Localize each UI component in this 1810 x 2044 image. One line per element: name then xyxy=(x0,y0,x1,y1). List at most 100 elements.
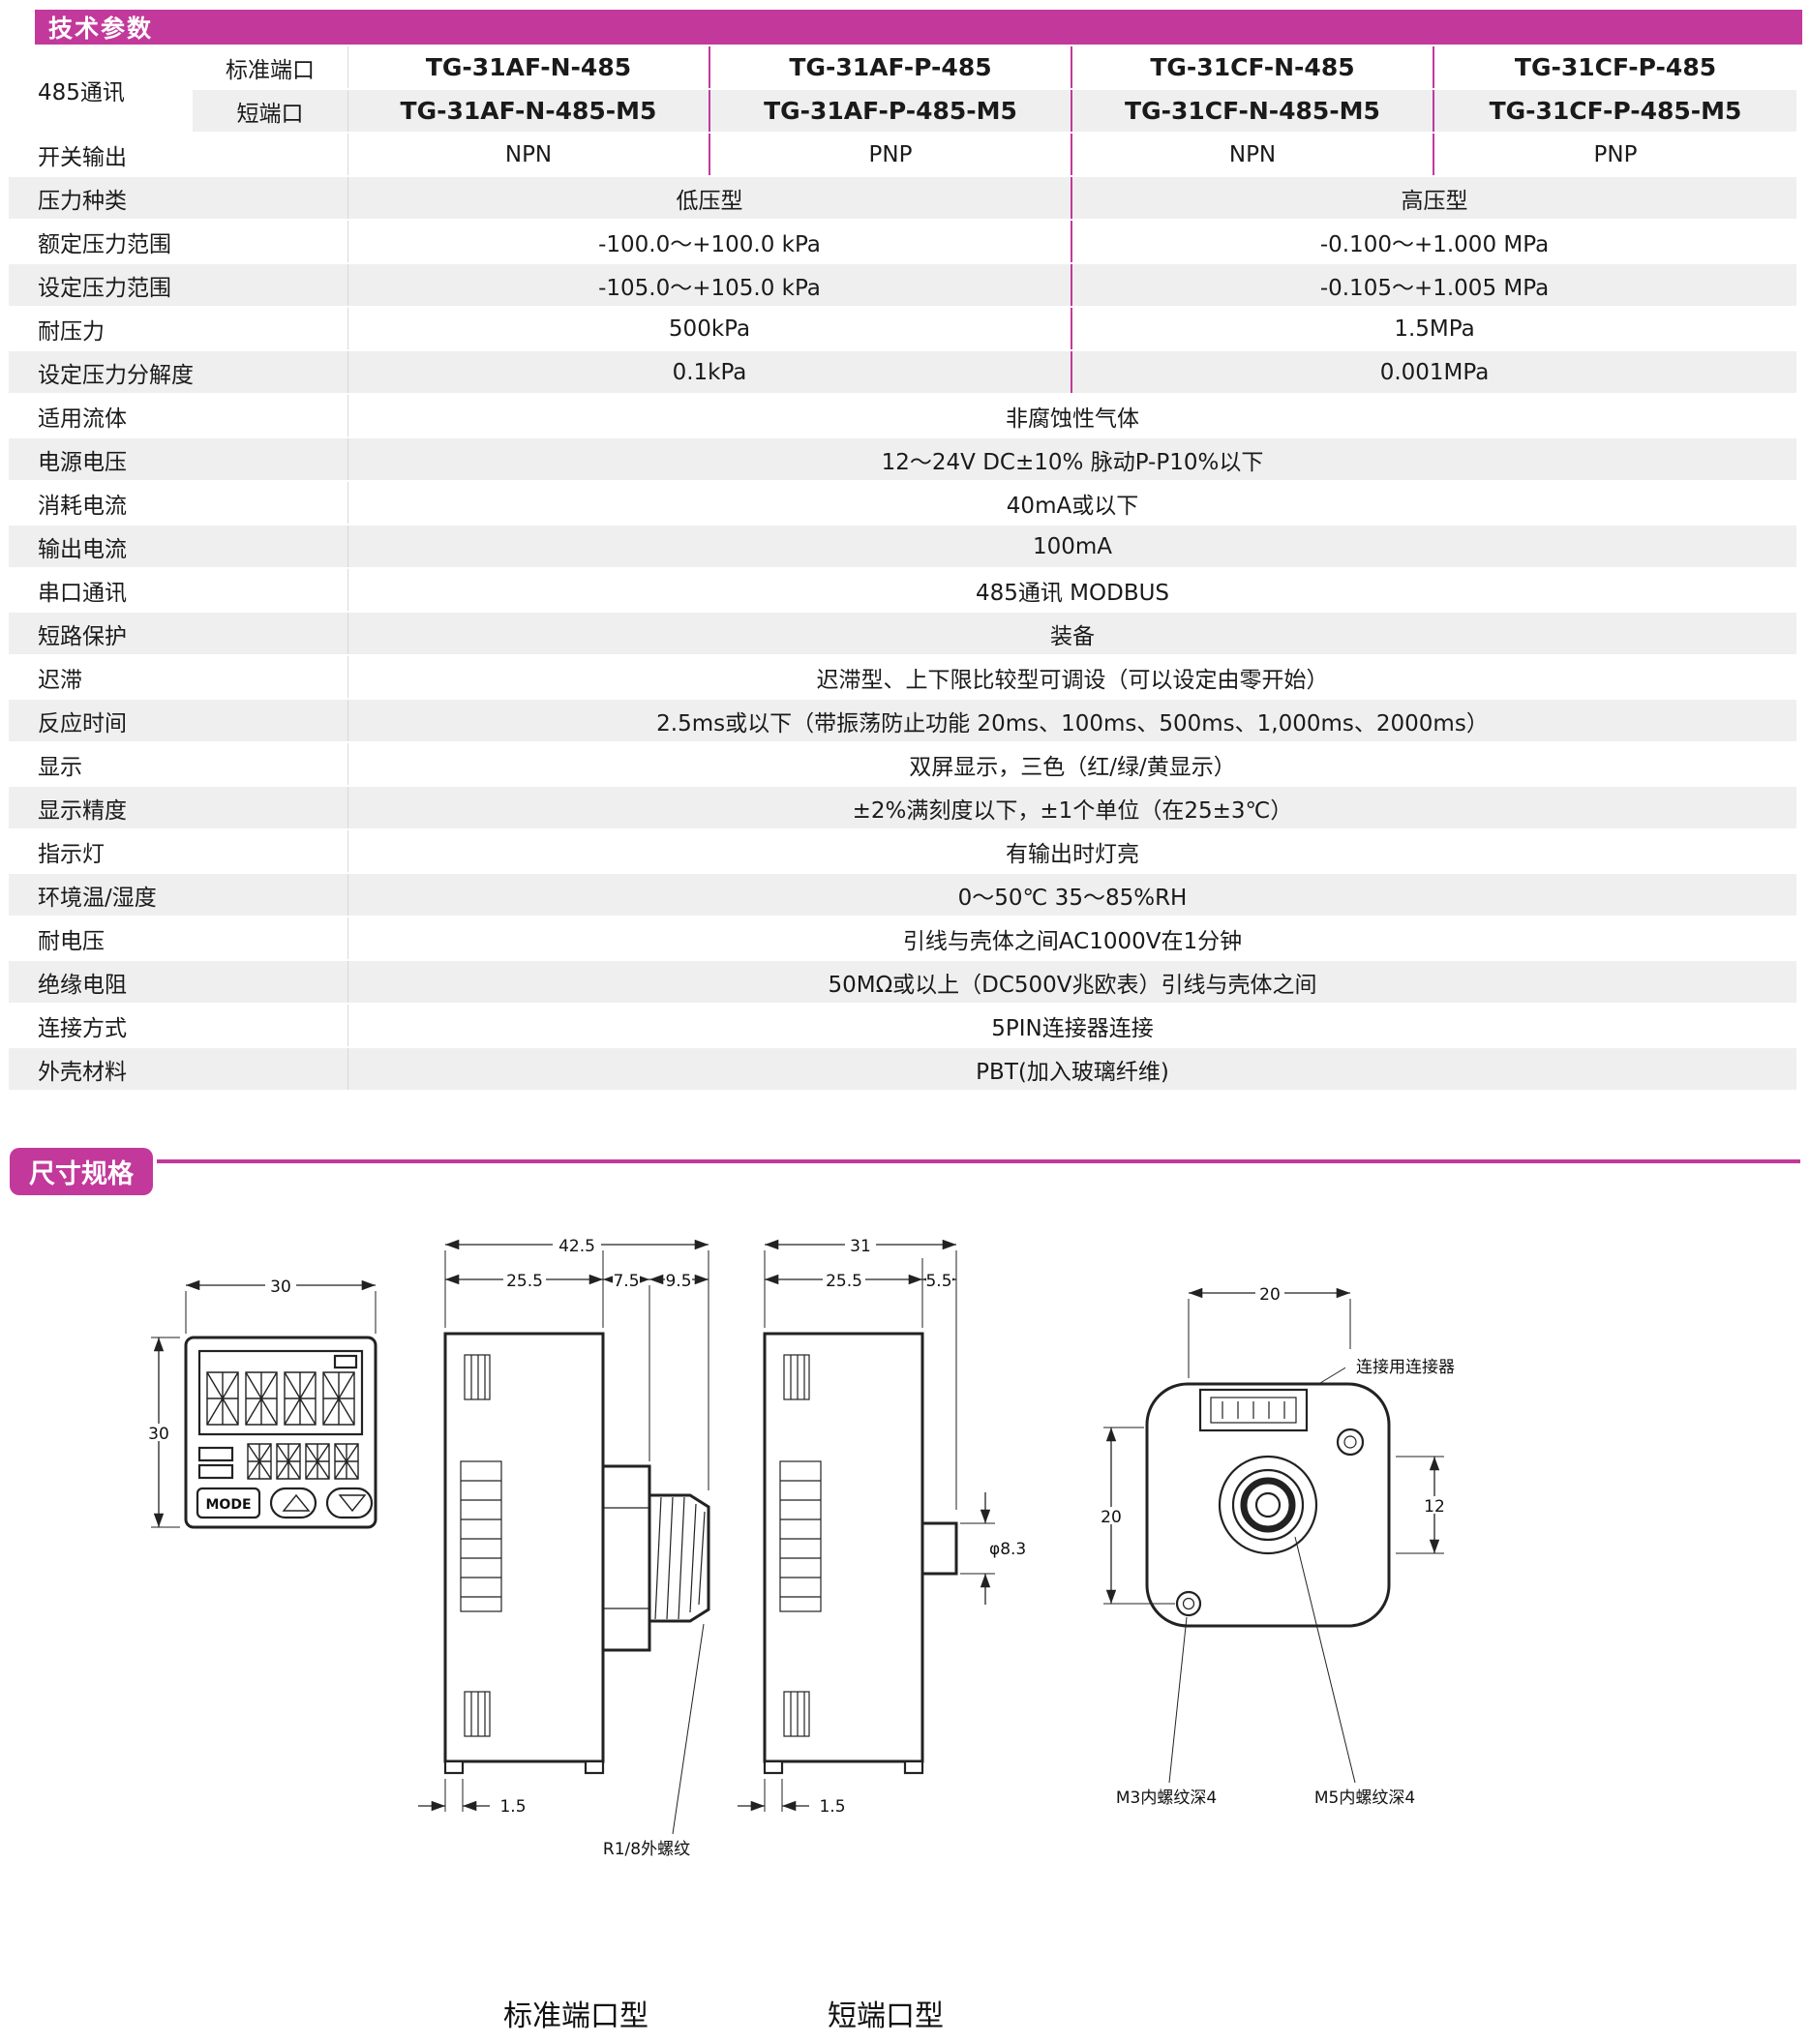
down-button xyxy=(325,1487,374,1519)
row-label: 外壳材料 xyxy=(9,1048,348,1090)
port-stub xyxy=(920,1521,958,1576)
table-row: 耐压力 500kPa 1.5MPa xyxy=(9,308,1796,351)
stub-diameter-dim: φ8.3 xyxy=(960,1492,1026,1605)
row-label: 显示精度 xyxy=(9,787,348,828)
table-row: 输出电流 100mA xyxy=(9,526,1796,569)
dim-text: 25.5 xyxy=(506,1272,543,1291)
dim-text: 1.5 xyxy=(499,1797,526,1817)
dim-text: 20 xyxy=(1259,1285,1281,1305)
row-label: 额定压力范围 xyxy=(9,221,348,262)
m3-screw-hole xyxy=(1175,1590,1202,1617)
row-value: NPN xyxy=(348,134,710,175)
row-value: 有输出时灯亮 xyxy=(1006,841,1139,867)
row-value-low: 500kPa xyxy=(348,308,1072,349)
row-label: 消耗电流 xyxy=(9,482,348,524)
m5-callout: M5内螺纹深4 xyxy=(1287,1536,1442,1812)
short-sub-dims: 25.5 5.5 xyxy=(765,1258,956,1328)
port-type-label: 短端口 xyxy=(193,90,348,132)
dim-text: 25.5 xyxy=(826,1272,862,1291)
back-right-dim: 12 xyxy=(1396,1456,1448,1554)
tech-params-header: 技术参数 xyxy=(35,10,1802,45)
row-label: 压力种类 xyxy=(9,177,348,219)
model-name: TG-31CF-N-485 xyxy=(1072,46,1434,88)
table-row: 适用流体 非腐蚀性气体 xyxy=(9,395,1796,438)
front-height-dim: 30 xyxy=(145,1337,180,1528)
connector-callout: 连接用连接器 xyxy=(1302,1353,1465,1395)
dim-text: 9.5 xyxy=(665,1272,691,1291)
standard-total-dim: 42.5 xyxy=(444,1236,709,1490)
mounting-foot xyxy=(584,1759,605,1775)
model-name: TG-31AF-P-485 xyxy=(710,46,1072,88)
model-name: TG-31CF-P-485-M5 xyxy=(1489,97,1742,125)
row-value: 2.5ms或以下（带振荡防止功能 20ms、100ms、500ms、1,000m… xyxy=(656,710,1489,736)
status-indicator xyxy=(197,1446,234,1462)
table-row: 指示灯 有输出时灯亮 xyxy=(9,830,1796,874)
row-label: 显示 xyxy=(9,743,348,785)
model-name: TG-31AF-N-485-M5 xyxy=(348,90,710,132)
m5-port-boss xyxy=(1218,1455,1318,1555)
row-value: 5PIN连接器连接 xyxy=(991,1015,1154,1041)
dim-text: φ8.3 xyxy=(989,1540,1026,1559)
table-row-short-port: 短端口 TG-31AF-N-485-M5 TG-31AF-P-485-M5 TG… xyxy=(193,90,1796,134)
row-value: 485通讯 MODBUS xyxy=(975,580,1170,606)
short-port-caption: 短端口型 xyxy=(828,1999,944,2033)
dim-text: 12 xyxy=(1424,1497,1445,1517)
short-body xyxy=(763,1332,958,1775)
m5-label: M5内螺纹深4 xyxy=(1314,1788,1415,1808)
row-label: 设定压力范围 xyxy=(9,264,348,306)
connector-label: 连接用连接器 xyxy=(1356,1358,1455,1377)
port-type-label: 标准端口 xyxy=(193,46,348,88)
row-value-high: -0.100～+1.000 MPa xyxy=(1319,231,1550,257)
mounting-foot xyxy=(443,1759,465,1775)
dim-text: 7.5 xyxy=(613,1272,639,1291)
main-display-digits xyxy=(206,1371,355,1426)
model-name: TG-31AF-N-485 xyxy=(348,46,710,88)
table-row: 串口通讯 485通讯 MODBUS xyxy=(9,569,1796,613)
mode-button: MODE xyxy=(196,1487,261,1519)
table-row: 压力种类 低压型 高压型 xyxy=(9,177,1796,221)
row-label: 输出电流 xyxy=(9,526,348,567)
row-value: 双屏显示，三色（红/绿/黄显示） xyxy=(909,754,1236,780)
comm-label: 485通讯 xyxy=(9,46,193,134)
standard-port-caption: 标准端口型 xyxy=(503,1999,649,2033)
m3-screw-hole xyxy=(1336,1428,1365,1457)
back-left-dim: 20 xyxy=(1098,1427,1175,1605)
display-indicator xyxy=(333,1354,358,1369)
thread-nipple xyxy=(648,1493,710,1623)
back-top-dim: 20 xyxy=(1188,1284,1351,1378)
dim-text: 30 xyxy=(270,1278,291,1297)
table-row: 耐电压 引线与壳体之间AC1000V在1分钟 xyxy=(9,917,1796,961)
row-label: 适用流体 xyxy=(9,395,348,436)
row-label: 串口通讯 xyxy=(9,569,348,611)
arrow-up-icon xyxy=(282,1493,311,1512)
table-row: 外壳材料 PBT(加入玻璃纤维) xyxy=(9,1048,1796,1092)
row-value-high: 0.001MPa xyxy=(1379,359,1490,385)
dim-text: 5.5 xyxy=(925,1272,951,1291)
dimensions-badge: 尺寸规格 xyxy=(10,1148,153,1195)
row-value: 100mA xyxy=(1032,533,1113,559)
comm-block: 485通讯 标准端口 TG-31AF-N-485 TG-31AF-P-485 T… xyxy=(9,46,1796,134)
row-label: 设定压力分解度 xyxy=(9,351,348,393)
row-value-low: 0.1kPa xyxy=(348,351,1072,393)
row-value: 迟滞型、上下限比较型可调设（可以设定由零开始） xyxy=(816,667,1329,693)
table-row: 短路保护 装备 xyxy=(9,613,1796,656)
table-row: 额定压力范围 -100.0～+100.0 kPa -0.100～+1.000 M… xyxy=(9,221,1796,264)
dim-text: 1.5 xyxy=(819,1797,845,1817)
table-row: 设定压力分解度 0.1kPa 0.001MPa xyxy=(9,351,1796,395)
row-value: PNP xyxy=(710,134,1072,175)
hex-nut xyxy=(601,1464,651,1652)
row-value: PBT(加入玻璃纤维) xyxy=(976,1059,1169,1085)
row-value-high: 1.5MPa xyxy=(1394,316,1475,342)
back-view: 20 连接用连接器 xyxy=(1055,1248,1471,1868)
row-value: 50MΩ或以上（DC500V兆欧表）引线与壳体之间 xyxy=(828,972,1317,998)
short-port-view: 31 25.5 5.5 xyxy=(736,1219,1036,1897)
m3-callout: M3内螺纹深4 xyxy=(1090,1616,1243,1812)
status-indicator xyxy=(197,1463,234,1480)
row-value-low: -105.0～+105.0 kPa xyxy=(348,264,1072,306)
spec-table: 485通讯 标准端口 TG-31AF-N-485 TG-31AF-P-485 T… xyxy=(9,46,1796,1092)
arrow-down-icon xyxy=(338,1494,367,1513)
row-value: 0～50℃ 35～85%RH xyxy=(957,885,1188,911)
row-label: 耐压力 xyxy=(9,308,348,349)
dim-text: 42.5 xyxy=(558,1237,595,1256)
